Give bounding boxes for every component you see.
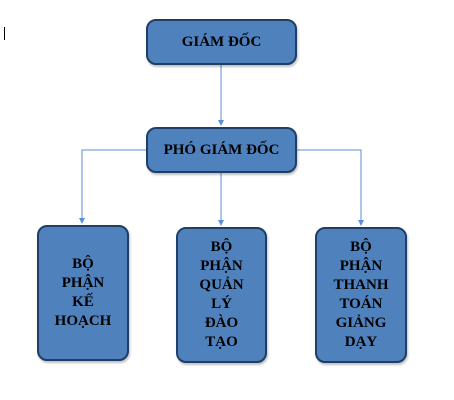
planning-department-box: BỘ PHẬN KẾ HOẠCH: [37, 225, 129, 361]
director-box: GIÁM ĐỐC: [146, 19, 297, 65]
director-label: GIÁM ĐỐC: [181, 33, 262, 50]
deputy-director-box: PHÓ GIÁM ĐỐC: [146, 127, 297, 173]
training-management-department-box: BỘ PHẬN QUẢN LÝ ĐÀO TẠO: [176, 227, 267, 363]
teaching-payment-department-box: BỘ PHẬN THANH TOÁN GIẢNG DẠY: [315, 227, 407, 363]
connector-deputy-planning: [79, 149, 146, 224]
planning-department-label: BỘ PHẬN KẾ HOẠCH: [54, 256, 112, 329]
training-management-department-label: BỘ PHẬN QUẢN LÝ ĐÀO TẠO: [199, 239, 244, 350]
deputy-director-label: PHÓ GIÁM ĐỐC: [163, 141, 280, 158]
teaching-payment-department-label: BỘ PHẬN THANH TOÁN GIẢNG DẠY: [333, 239, 389, 350]
cursor-mark: [4, 27, 5, 40]
connector-deputy-payment: [297, 149, 364, 226]
